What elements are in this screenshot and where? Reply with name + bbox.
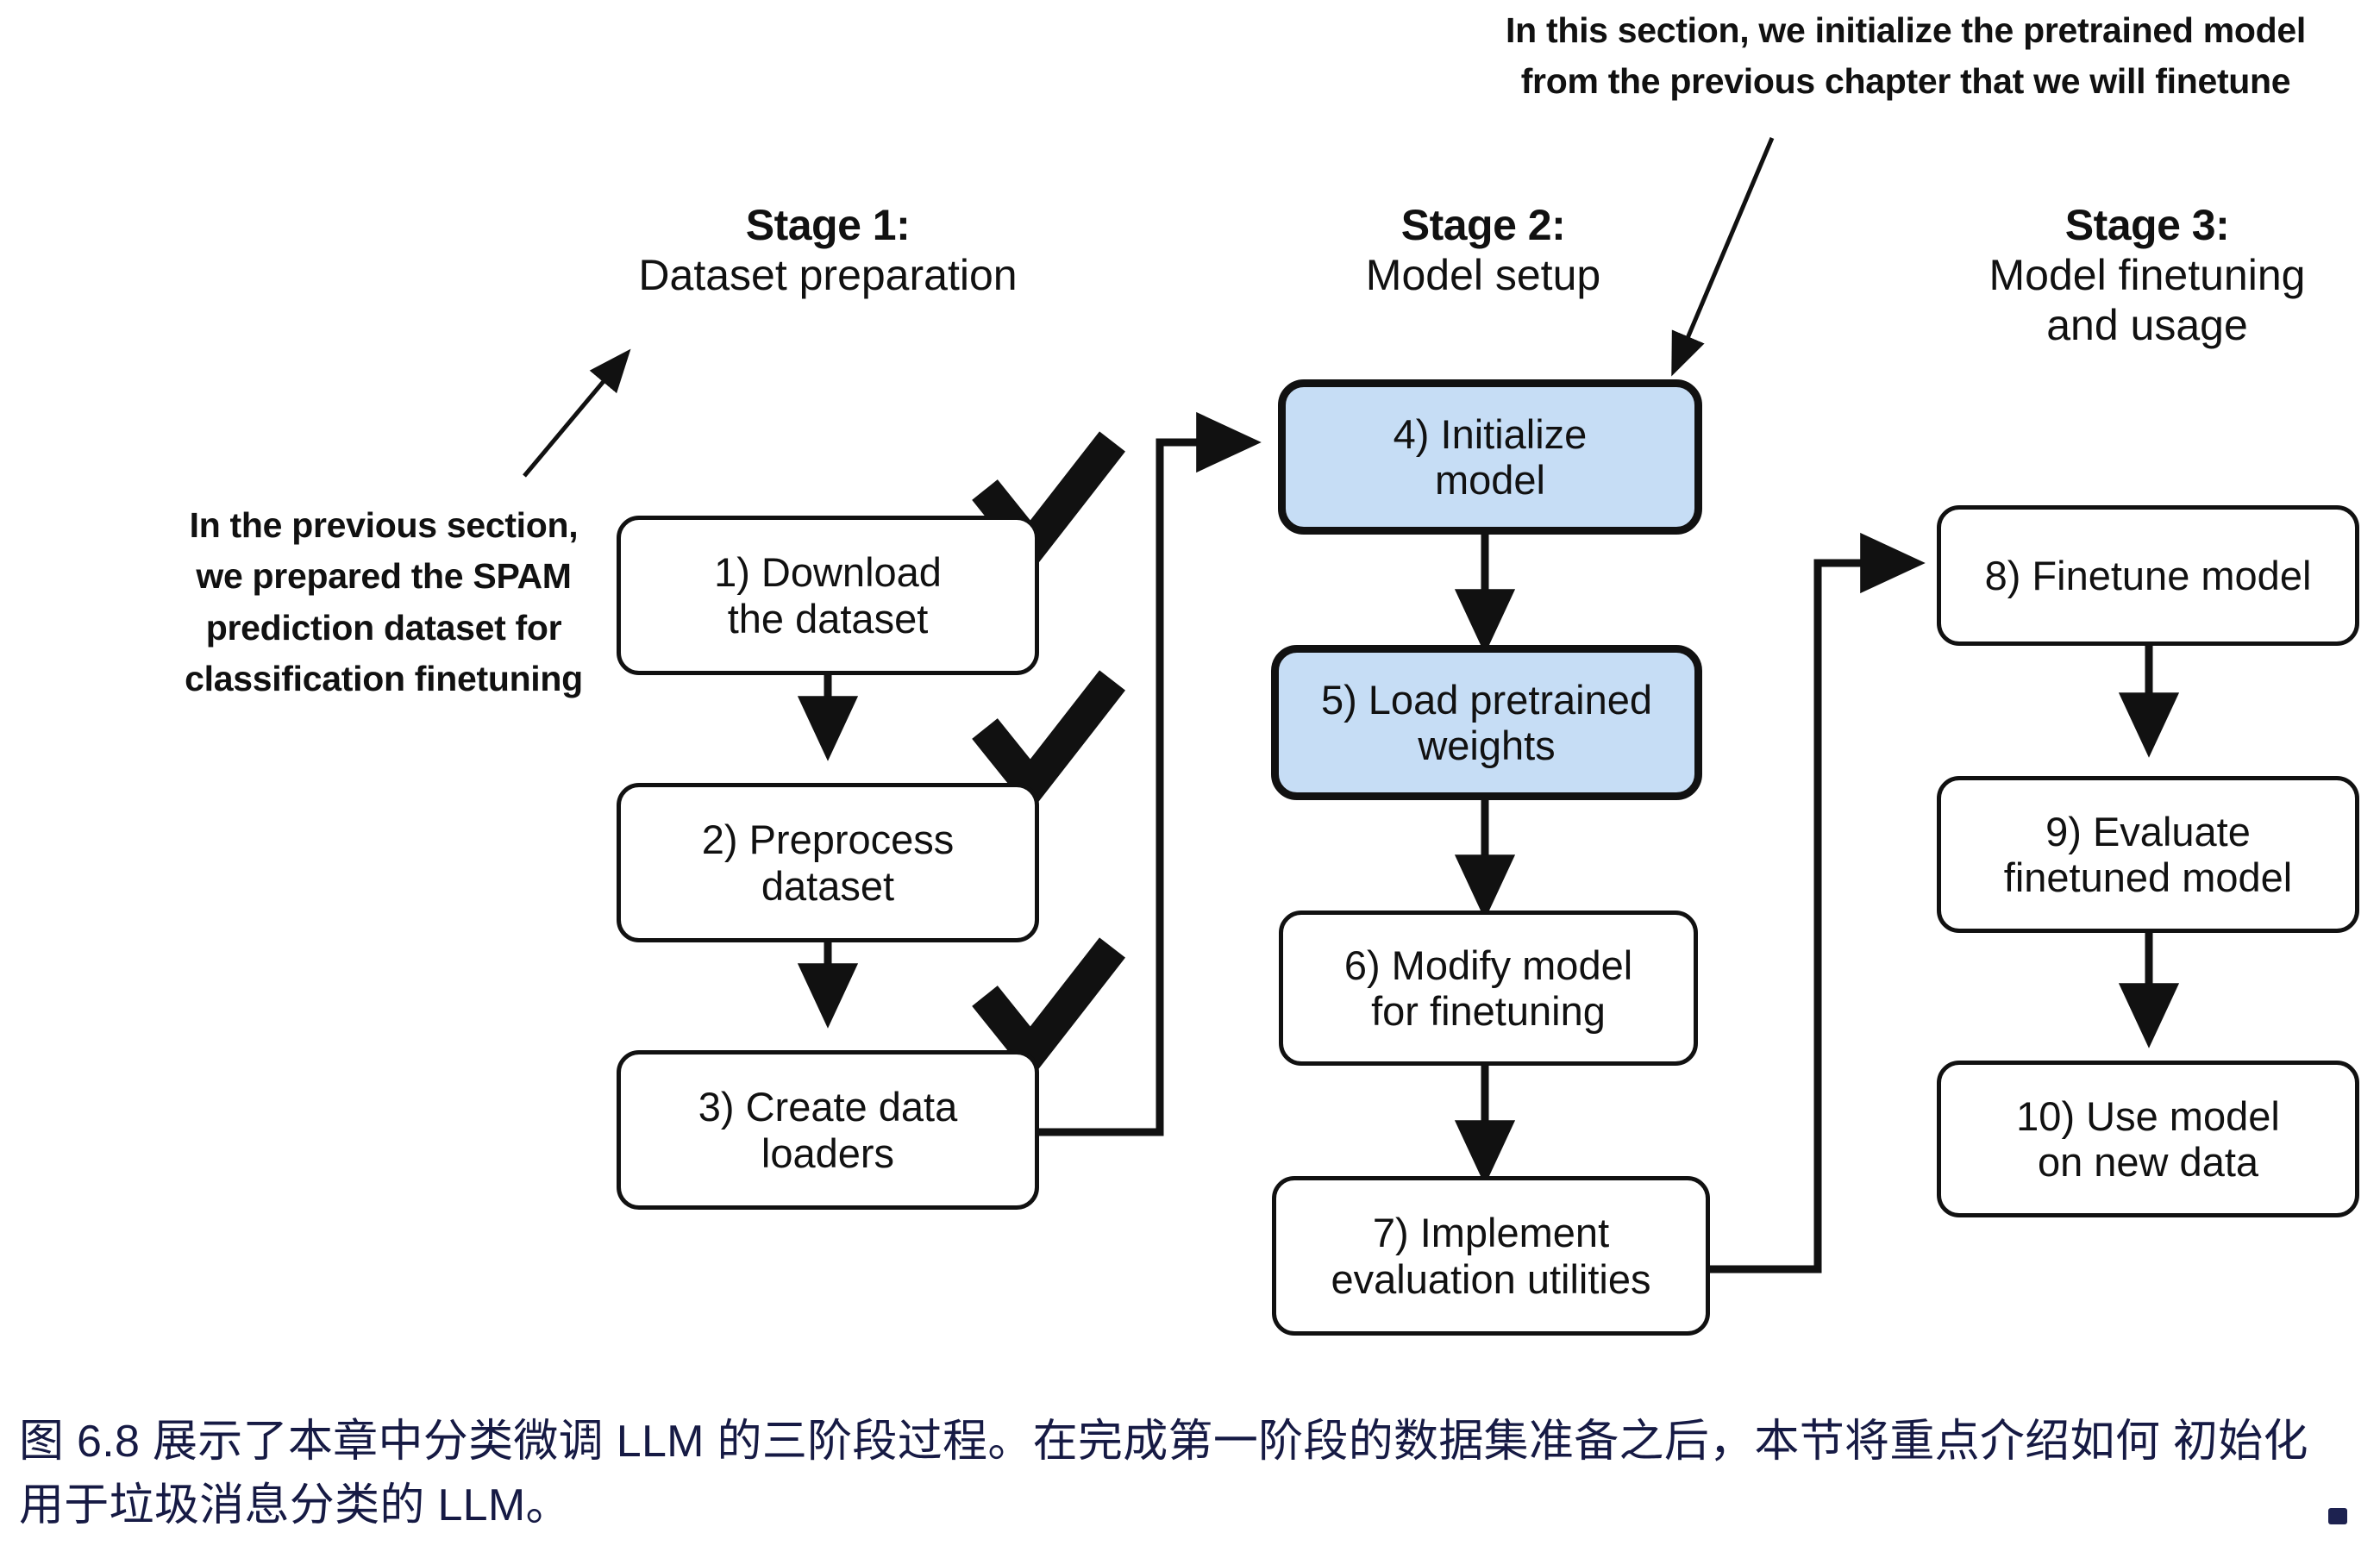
node-6-line-1: 6) Modify model (1343, 942, 1633, 988)
annotation-left-line-1: In the previous section, (189, 505, 579, 545)
node-2-line-2: dataset (761, 862, 895, 909)
caption-line-2: 初始化用于垃圾消息分类的 LLM。 (19, 1417, 2308, 1530)
node-3-line-2: loaders (761, 1130, 895, 1176)
node-8-line-1: 8) Finetune model (1984, 552, 2312, 598)
node-preprocess-dataset[interactable]: 2) Preprocess dataset (617, 783, 1039, 942)
connector-stage1-to-stage2 (1039, 411, 1262, 1136)
annotation-top: In this section, we initialize the pretr… (1449, 5, 2363, 108)
leader-arrow-left-note (523, 348, 631, 478)
node-initialize-model[interactable]: 4) Initialize model (1278, 379, 1702, 535)
node-7-line-1: 7) Implement (1372, 1210, 1610, 1256)
stage-1-subtitle: Dataset preparation (638, 251, 1018, 299)
node-3-line-1: 3) Create data (698, 1084, 958, 1130)
node-7-line-2: evaluation utilities (1331, 1255, 1651, 1302)
stage-3-title: Stage 3: (2064, 201, 2230, 249)
node-9-line-2: finetuned model (2003, 854, 2293, 900)
stage-1-title: Stage 1: (745, 201, 911, 249)
stage-2-subtitle: Model setup (1365, 251, 1601, 299)
node-2-line-1: 2) Preprocess (701, 817, 955, 863)
annotation-left: In the previous section, we prepared the… (121, 500, 647, 705)
stage-3-subtitle-line2: and usage (2046, 301, 2248, 349)
checkmark-icon-n3 (972, 937, 1125, 1080)
node-5-line-2: weights (1418, 723, 1556, 768)
annotation-left-line-3: prediction dataset for (205, 607, 562, 648)
annotation-left-line-2: we prepared the SPAM (196, 556, 572, 597)
node-4-line-2: model (1434, 457, 1545, 503)
caption-line-1: 图 6.8 展示了本章中分类微调 LLM 的三阶段过程。在完成第一阶段的数据集准… (19, 1417, 2161, 1467)
node-modify-model-for-finetuning[interactable]: 6) Modify model for finetuning (1279, 911, 1698, 1066)
node-load-pretrained-weights[interactable]: 5) Load pretrained weights (1271, 645, 1702, 800)
node-download-dataset[interactable]: 1) Download the dataset (617, 516, 1039, 675)
node-1-line-2: the dataset (727, 595, 929, 641)
cursor-artifact (2328, 1508, 2347, 1524)
node-create-data-loaders[interactable]: 3) Create data loaders (617, 1050, 1039, 1210)
annotation-top-line-2: from the previous chapter that we will f… (1520, 61, 2291, 102)
figure-caption: 图 6.8 展示了本章中分类微调 LLM 的三阶段过程。在完成第一阶段的数据集准… (19, 1411, 2347, 1538)
node-5-line-1: 5) Load pretrained (1320, 676, 1653, 723)
node-implement-evaluation-utilities[interactable]: 7) Implement evaluation utilities (1272, 1176, 1710, 1336)
node-4-line-1: 4) Initialize (1393, 410, 1588, 457)
node-9-line-1: 9) Evaluate (2045, 808, 2251, 854)
node-10-line-1: 10) Use model (2016, 1092, 2280, 1139)
node-evaluate-finetuned-model[interactable]: 9) Evaluate finetuned model (1937, 776, 2359, 933)
node-10-line-2: on new data (2037, 1139, 2259, 1185)
node-1-line-1: 1) Download (714, 549, 942, 596)
stage-3-subtitle-line1: Model finetuning (1989, 251, 2306, 299)
stage-header-3: Stage 3: Model finetuning and usage (1897, 200, 2380, 350)
node-6-line-2: for finetuning (1371, 988, 1606, 1034)
annotation-top-line-1: In this section, we initialize the pretr… (1506, 10, 2306, 50)
node-finetune-model[interactable]: 8) Finetune model (1937, 505, 2359, 646)
checkmark-icon-n2 (972, 670, 1125, 812)
stage-2-title: Stage 2: (1400, 201, 1566, 249)
stage-header-1: Stage 1: Dataset preparation (569, 200, 1087, 300)
node-use-model-on-new-data[interactable]: 10) Use model on new data (1937, 1061, 2359, 1217)
connector-stage2-to-stage3 (1710, 532, 1926, 1274)
stage-header-2: Stage 2: Model setup (1242, 200, 1725, 300)
annotation-left-line-4: classification finetuning (185, 659, 583, 699)
